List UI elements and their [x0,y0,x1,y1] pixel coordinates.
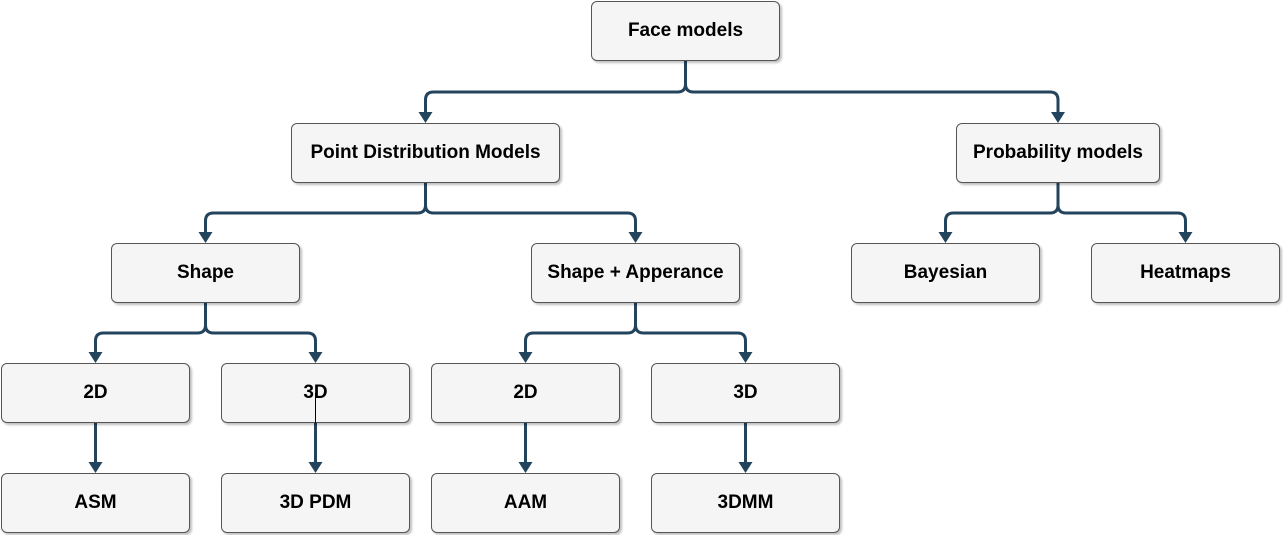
node-3d-pdm[interactable]: 3D PDM [221,473,410,533]
node-label: 3D PDM [279,492,352,513]
connector-shape-to-shape_3d [204,303,317,355]
node-shape[interactable]: Shape [111,243,300,303]
node-label: 3DMM [717,492,774,513]
node-shape-3d[interactable]: 3D [221,363,410,423]
node-label: 3D [303,382,328,403]
node-label: Bayesian [903,262,988,283]
connector-face_models-to-point_distribution_models [424,61,687,115]
node-label: 3D [733,382,758,403]
connector-point_distribution_models-to-shape_appearance [424,183,637,235]
node-label: Probability models [973,142,1143,163]
arrowhead-shape_2d [88,352,103,363]
connector-probability_models-to-heatmaps [1056,183,1187,235]
node-shape-appearance-2d[interactable]: 2D [431,363,620,423]
arrowhead-heatmaps [1178,232,1193,243]
node-label: Point Distribution Models [310,142,541,163]
node-probability-models[interactable]: Probability models [956,123,1160,183]
node-3dmm[interactable]: 3DMM [651,473,840,533]
node-label: Shape [176,262,235,283]
arrowhead-shape_appearance [628,232,643,243]
arrowhead-pdm_3d [308,462,323,473]
connector-face_models-to-probability_models [684,61,1060,115]
arrowhead-aam [518,462,533,473]
arrowhead-asm [88,462,103,473]
arrowhead-sa_2d [518,352,533,363]
connector-shape_appearance-to-sa_3d [634,303,747,355]
arrowhead-shape_3d [308,352,323,363]
arrowhead-sa_3d [738,352,753,363]
node-shape-2d[interactable]: 2D [1,363,190,423]
node-aam[interactable]: AAM [431,473,620,533]
node-label: Heatmaps [1140,262,1231,283]
connector-probability_models-to-bayesian [944,183,1060,235]
connector-point_distribution_models-to-shape [204,183,427,235]
node-asm[interactable]: ASM [1,473,190,533]
arrowhead-probability_models [1051,112,1065,123]
connector-shape_appearance-to-sa_2d [524,303,637,355]
node-shape-appearance-3d[interactable]: 3D [651,363,840,423]
arrowhead-point_distribution_models [418,112,433,123]
node-face-models[interactable]: Face models [591,1,780,61]
node-shape-appearance[interactable]: Shape + Apperance [531,243,740,303]
node-label: ASM [74,492,117,513]
node-label: Shape + Apperance [547,262,724,283]
node-label: 2D [83,382,108,403]
arrowhead-shape [198,232,213,243]
arrowhead-dmm_3d [738,462,753,473]
node-label: 2D [513,382,538,403]
arrowhead-bayesian [938,232,953,243]
node-heatmaps[interactable]: Heatmaps [1091,243,1280,303]
node-bayesian[interactable]: Bayesian [851,243,1040,303]
node-label: Face models [627,20,744,41]
node-point-distribution-models[interactable]: Point Distribution Models [291,123,560,183]
node-label: AAM [503,492,548,513]
connector-shape-to-shape_2d [94,303,207,355]
